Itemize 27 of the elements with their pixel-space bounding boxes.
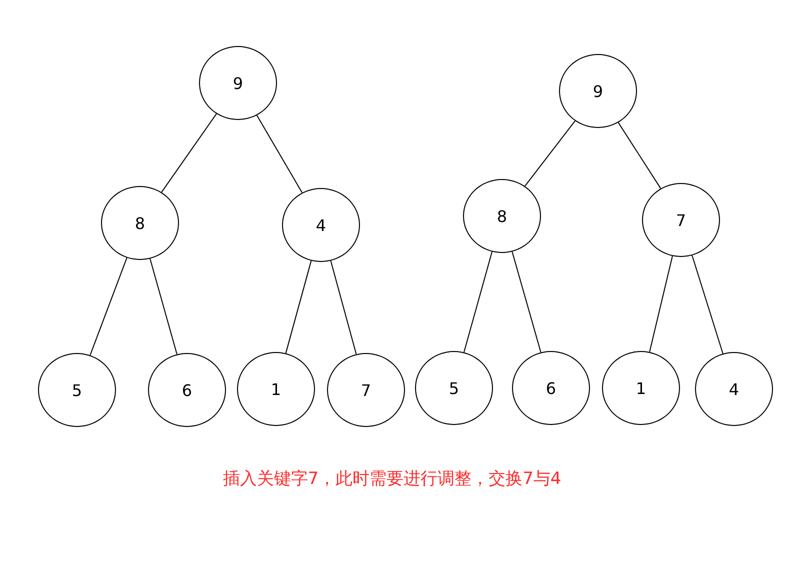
tree-edge [330, 260, 357, 355]
node-value: 9 [232, 74, 244, 92]
tree-edge [90, 257, 128, 356]
tree-edge [150, 258, 178, 355]
node-value: 8 [496, 206, 508, 226]
tree-edge [256, 114, 303, 194]
node-value: 5 [448, 378, 460, 398]
node-value: 1 [270, 380, 282, 398]
node-value: 1 [636, 378, 646, 398]
tree-edge [161, 113, 217, 193]
tree-edge [618, 122, 662, 189]
tree-edge [649, 256, 673, 352]
node-value: 5 [72, 380, 82, 400]
node-value: 8 [134, 214, 146, 232]
node-value: 6 [182, 380, 192, 400]
node-value: 4 [316, 216, 326, 234]
tree-edge [692, 254, 724, 354]
tree-edge [524, 120, 576, 187]
tree-edge [463, 251, 493, 353]
tree-edge [512, 251, 542, 353]
node-value: 6 [546, 378, 556, 398]
node-value: 9 [592, 82, 604, 100]
node-value: 7 [360, 380, 372, 400]
tree-edge [285, 260, 312, 354]
caption-note: 插入关键字7，此时需要进行调整，交换7与4 [222, 468, 562, 490]
node-value: 7 [676, 210, 686, 230]
node-value: 4 [728, 380, 740, 398]
